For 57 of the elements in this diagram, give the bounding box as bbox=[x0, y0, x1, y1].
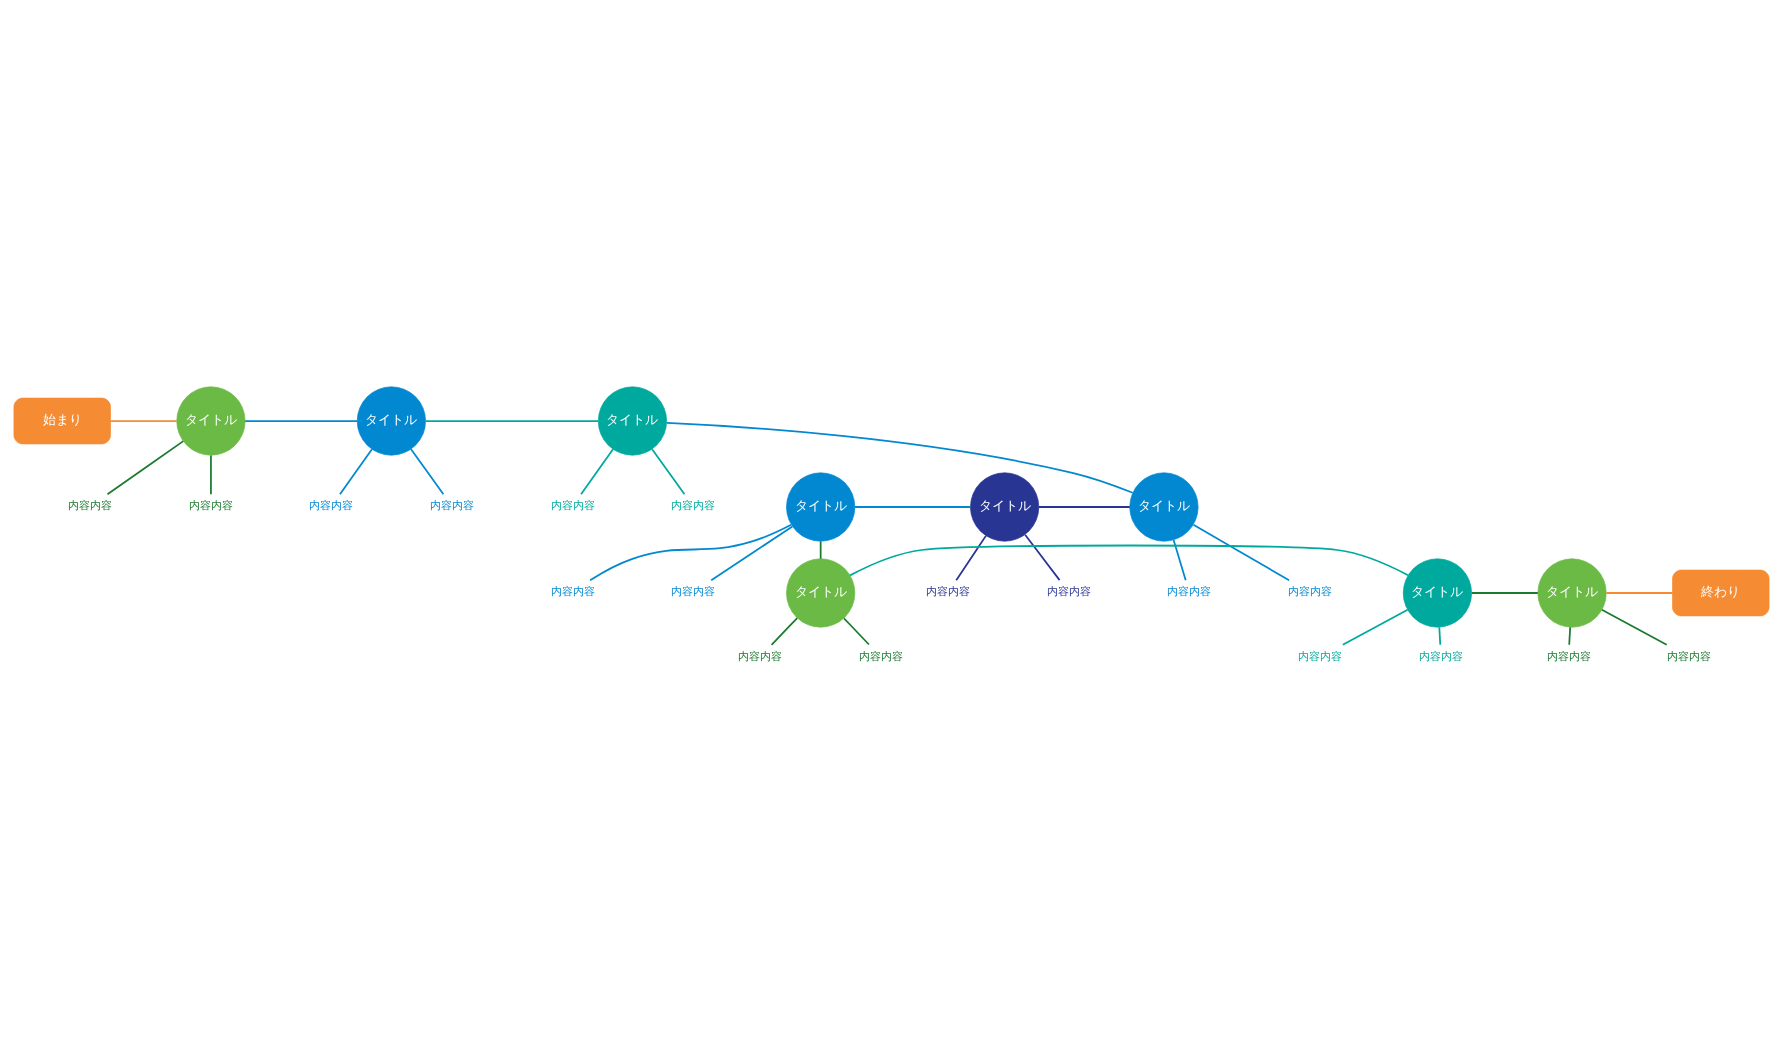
node-circle: タイトル bbox=[969, 472, 1039, 542]
node-box: 終わり bbox=[1671, 569, 1769, 617]
connector bbox=[243, 420, 358, 422]
connector bbox=[1341, 608, 1408, 646]
connector bbox=[1470, 592, 1539, 594]
connector bbox=[1600, 608, 1668, 646]
connector bbox=[770, 617, 798, 646]
connector bbox=[209, 454, 212, 496]
connector bbox=[106, 440, 184, 496]
node-text: 内容内容 bbox=[1666, 649, 1711, 662]
node-circle: タイトル bbox=[1537, 558, 1607, 628]
connector bbox=[853, 506, 971, 508]
node-text: 内容内容 bbox=[1546, 649, 1591, 662]
connector bbox=[665, 422, 1134, 494]
node-text: 内容内容 bbox=[188, 499, 233, 512]
connector bbox=[848, 544, 1409, 577]
connector bbox=[1437, 626, 1441, 646]
node-text: 内容内容 bbox=[858, 649, 903, 662]
node-circle: タイトル bbox=[785, 558, 855, 628]
node-circle: タイトル bbox=[1402, 558, 1472, 628]
node-text: 内容内容 bbox=[1046, 585, 1091, 598]
connector bbox=[1172, 539, 1187, 582]
connector bbox=[954, 535, 987, 582]
node-circle: タイトル bbox=[356, 386, 426, 456]
node-text: 内容内容 bbox=[670, 499, 715, 512]
node-circle: タイトル bbox=[597, 386, 667, 456]
node-text: 内容内容 bbox=[670, 585, 715, 598]
node-circle: タイトル bbox=[785, 472, 855, 542]
node-circle: タイトル bbox=[175, 386, 245, 456]
connector bbox=[588, 523, 792, 582]
node-text: 内容内容 bbox=[429, 499, 474, 512]
node-text: 内容内容 bbox=[67, 499, 112, 512]
node-text: 内容内容 bbox=[550, 499, 595, 512]
connector bbox=[1604, 592, 1673, 594]
node-box: 始まり bbox=[13, 397, 111, 445]
connector bbox=[579, 448, 614, 496]
node-text: 内容内容 bbox=[1287, 585, 1332, 598]
node-circle: タイトル bbox=[1128, 472, 1198, 542]
node-text: 内容内容 bbox=[925, 585, 970, 598]
connector bbox=[1192, 523, 1290, 582]
connector bbox=[409, 448, 444, 496]
connector bbox=[709, 525, 793, 582]
connector bbox=[109, 420, 178, 422]
node-text: 内容内容 bbox=[1297, 649, 1342, 662]
node-text: 内容内容 bbox=[308, 499, 353, 512]
connector bbox=[1037, 506, 1131, 508]
connector bbox=[1023, 533, 1060, 582]
connector bbox=[338, 448, 373, 496]
connector bbox=[424, 420, 599, 422]
connector bbox=[819, 540, 822, 560]
connector bbox=[650, 448, 685, 496]
node-text: 内容内容 bbox=[1166, 585, 1211, 598]
node-text: 内容内容 bbox=[550, 585, 595, 598]
node-text: 内容内容 bbox=[737, 649, 782, 662]
connector bbox=[1567, 626, 1571, 646]
connector bbox=[842, 617, 870, 646]
node-text: 内容内容 bbox=[1418, 649, 1463, 662]
